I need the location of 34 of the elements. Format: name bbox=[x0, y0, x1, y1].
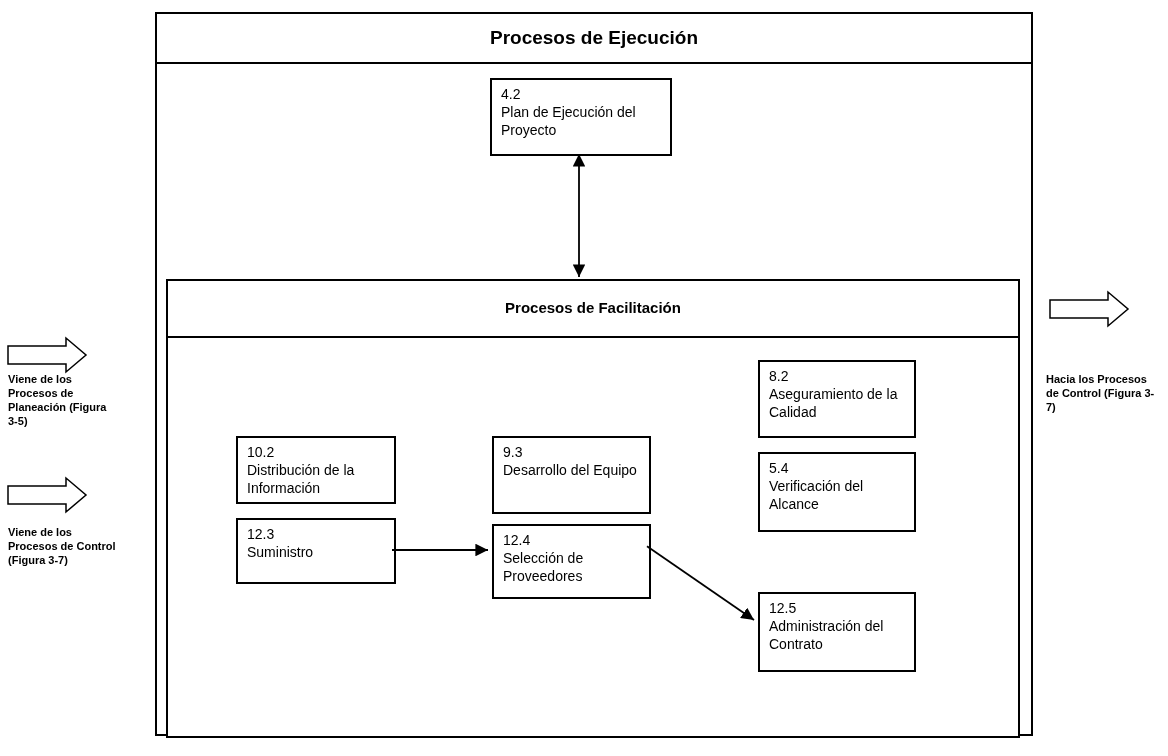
group-frame bbox=[166, 279, 1020, 738]
process-number: 12.3 bbox=[247, 525, 276, 543]
process-box bbox=[236, 518, 396, 584]
process-name: Aseguramiento de la Calidad bbox=[769, 385, 899, 421]
process-number: 5.4 bbox=[769, 459, 790, 477]
process-number: 8.2 bbox=[769, 367, 790, 385]
arrow bbox=[572, 153, 586, 278]
process-name: Suministro bbox=[247, 543, 315, 561]
arrow bbox=[391, 543, 489, 557]
process-number: 4.2 bbox=[501, 85, 522, 103]
process-name: Verificación del Alcance bbox=[769, 477, 865, 513]
process-name: Distribución de la Información bbox=[247, 461, 356, 497]
arrow bbox=[646, 545, 755, 621]
process-box bbox=[492, 436, 651, 514]
group-title: Procesos de Facilitación bbox=[505, 298, 681, 319]
process-box bbox=[758, 452, 916, 532]
process-box bbox=[758, 592, 916, 672]
process-box bbox=[492, 524, 651, 599]
process-number: 9.3 bbox=[503, 443, 524, 461]
process-box bbox=[490, 78, 672, 156]
process-name: Plan de Ejecución del Proyecto bbox=[501, 103, 637, 139]
process-name: Selección de Proveedores bbox=[503, 549, 585, 585]
group-frame bbox=[155, 12, 1033, 736]
process-box bbox=[236, 436, 396, 504]
process-number: 12.4 bbox=[503, 531, 532, 549]
process-number: 10.2 bbox=[247, 443, 276, 461]
process-box bbox=[758, 360, 916, 438]
process-name: Administración del Contrato bbox=[769, 617, 885, 653]
note-text: Hacia los Procesos de Control (Figura 3-7) bbox=[1046, 372, 1156, 414]
note-text: Viene de los Procesos de Planeación (Figura 3-5) bbox=[8, 372, 108, 428]
group-title: Procesos de Ejecución bbox=[490, 25, 698, 50]
note-text: Viene de los Procesos de Control (Figura 3-7) bbox=[8, 525, 117, 567]
process-name: Desarrollo del Equipo bbox=[503, 461, 638, 479]
process-number: 12.5 bbox=[769, 599, 798, 617]
